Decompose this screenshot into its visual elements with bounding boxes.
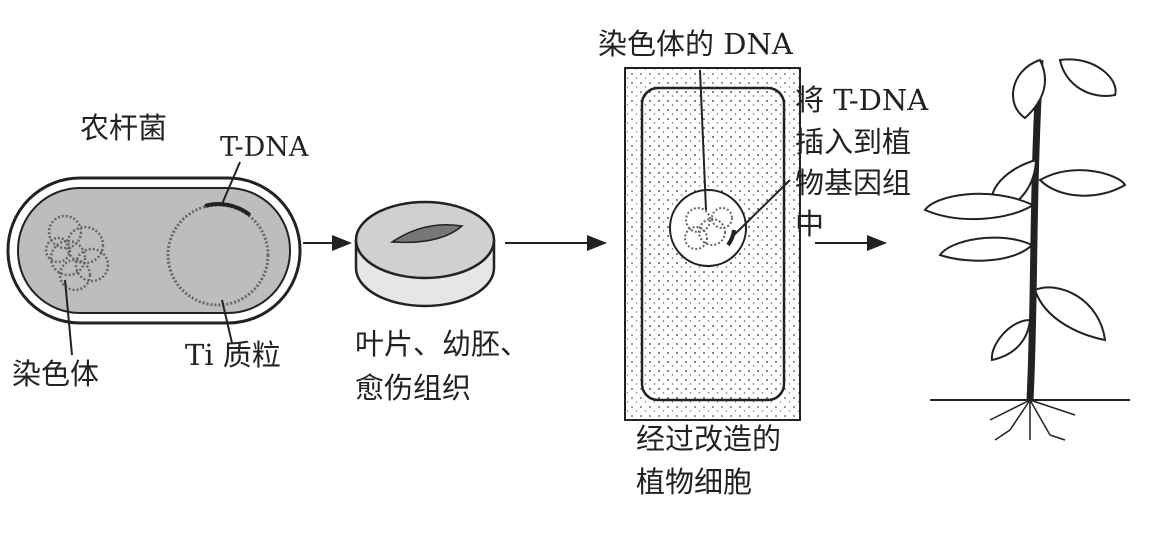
t-dna-segment: [204, 202, 252, 217]
explant-label-line2: 愈伤组织: [355, 371, 472, 405]
agrobacterium-label: 农杆菌: [80, 111, 168, 145]
insert-label-line3: 物基因组: [795, 166, 912, 200]
modified-cell-label-line2: 植物细胞: [636, 465, 753, 499]
agrobacterium-cell: [6, 161, 302, 356]
modified-cell-label-line1: 经过改造的: [636, 422, 782, 456]
leaf-explant: [389, 223, 464, 244]
insert-label-line2: 插入到植: [795, 125, 912, 159]
chromosome-label: 染色体: [12, 357, 100, 391]
insert-label-line4: 中: [795, 207, 825, 241]
insert-label-line1: 将 T-DNA: [795, 83, 929, 117]
ti-plasmid-ring: [166, 203, 270, 307]
chromosome-coil: [44, 214, 110, 292]
plant-cell: [624, 67, 801, 421]
transgenic-plant: [923, 58, 1130, 441]
chromosome-dna-label: 染色体的 DNA: [598, 27, 793, 61]
t-dna-label: T-DNA: [220, 132, 309, 163]
petri-dish: [354, 200, 496, 308]
ti-plasmid-label: Ti 质粒: [185, 338, 281, 372]
explant-label-line1: 叶片、幼胚、: [355, 327, 530, 361]
